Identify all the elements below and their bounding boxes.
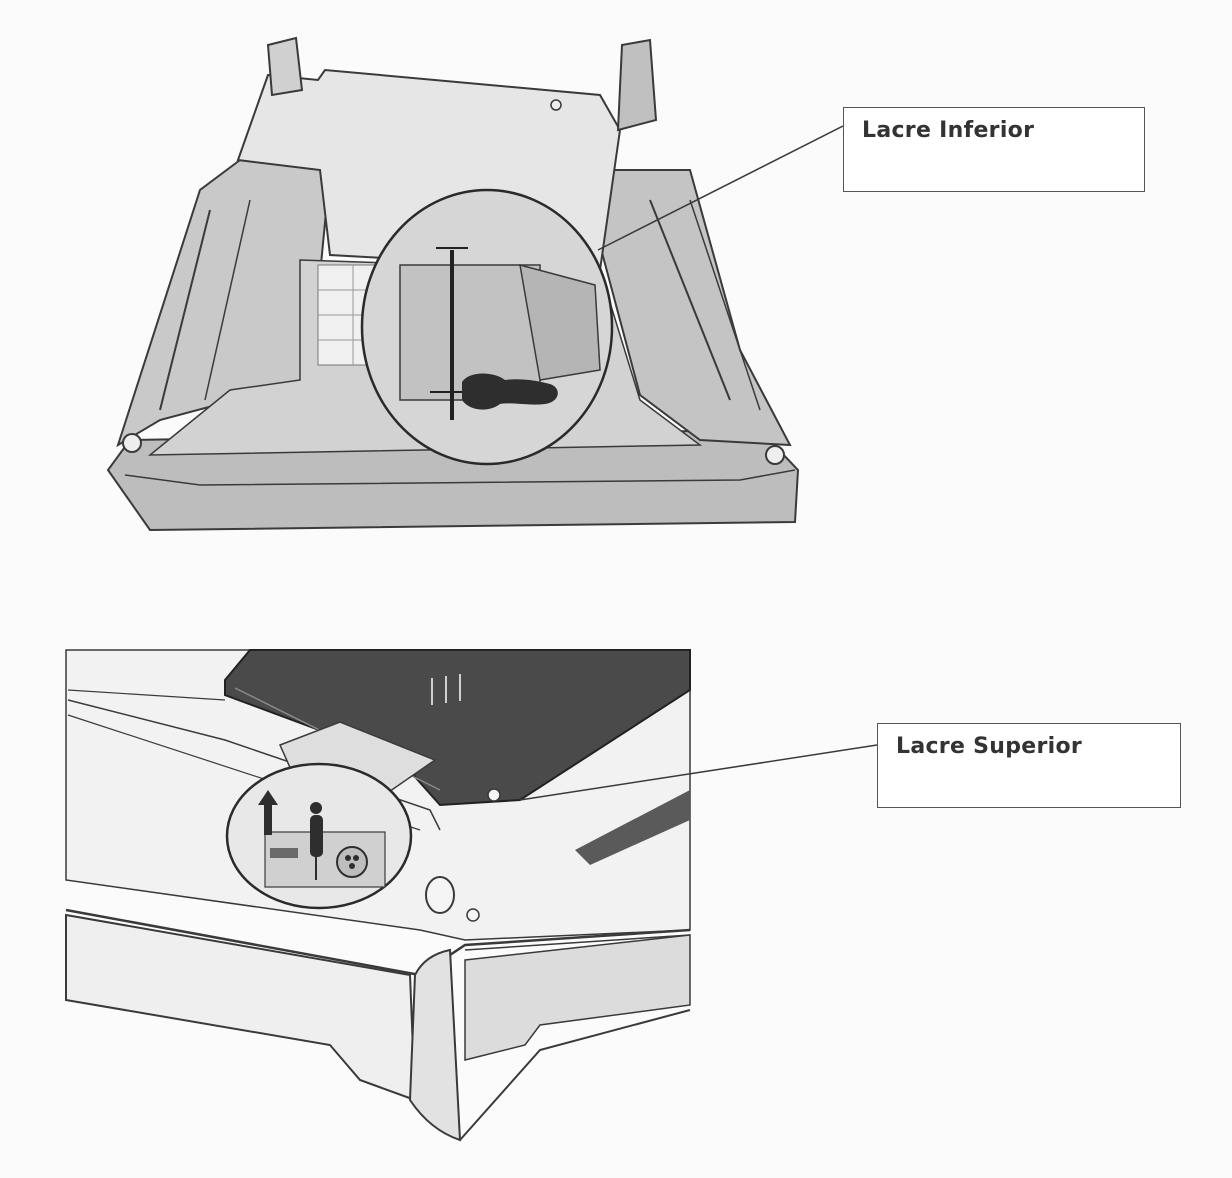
tray-right-wall: [578, 169, 792, 447]
lower-seal-mark: [462, 373, 558, 410]
tray-right-post: [616, 38, 658, 132]
screw-icon: [122, 433, 142, 453]
lock-icon: [336, 846, 368, 878]
screw-icon: [765, 445, 785, 465]
leader-line-inferior: [597, 125, 844, 251]
callout-label: Lacre Superior: [896, 734, 1083, 759]
arrow-up-icon: [258, 790, 278, 835]
callout-label: Lacre Inferior: [862, 118, 1035, 143]
upper-unit-illustration: [65, 649, 878, 1142]
leader-line-superior: [519, 744, 878, 801]
upper-seal-mark: [310, 815, 323, 857]
screw-icon: [487, 788, 501, 802]
screw-icon: [466, 908, 480, 922]
tray-left-post: [266, 36, 304, 97]
callout-lacre-inferior: Lacre Inferior: [843, 107, 1145, 192]
unit-front-corner: [65, 913, 417, 1102]
screw-icon: [550, 99, 562, 111]
vent-grille: [575, 790, 690, 865]
lower-tray-illustration: [106, 36, 844, 532]
knob: [425, 876, 455, 914]
callout-lacre-superior: Lacre Superior: [877, 723, 1181, 808]
